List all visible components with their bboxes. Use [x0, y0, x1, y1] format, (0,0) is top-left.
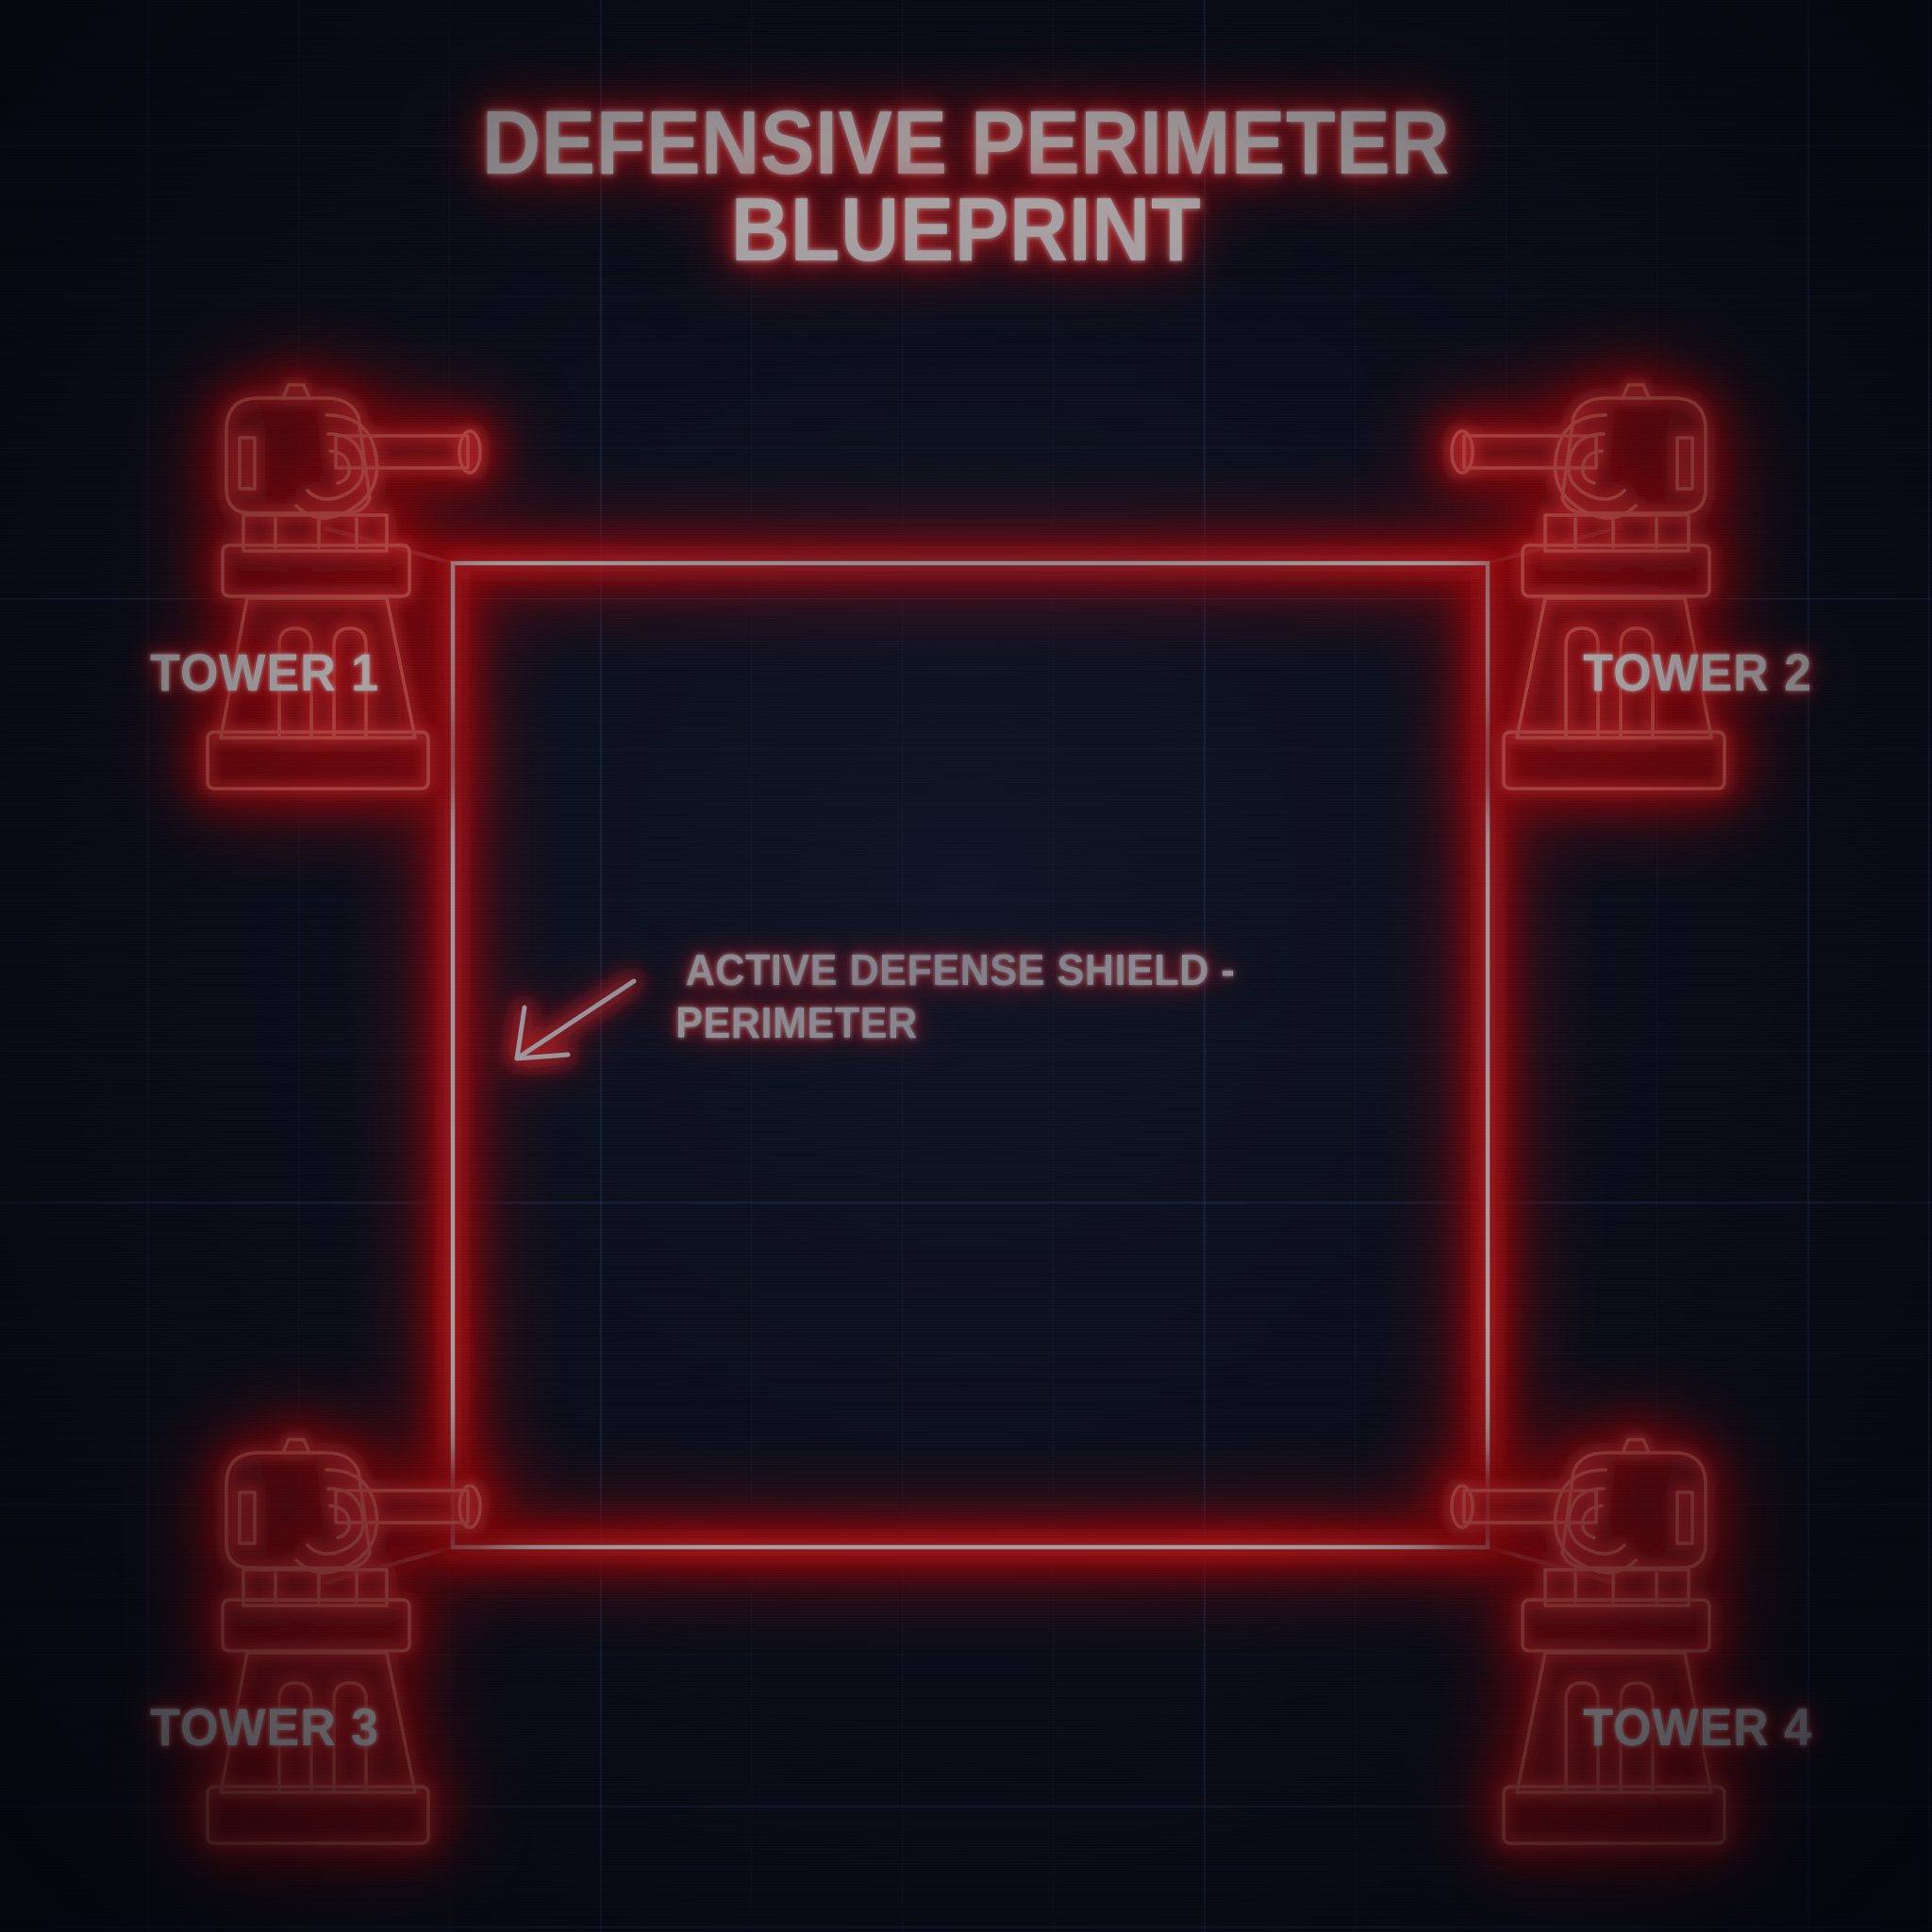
turret-icon-tower-1[interactable] — [208, 385, 480, 789]
turret-icon-tower-4[interactable] — [1452, 1440, 1724, 1843]
tower-label-1: TOWER 1 — [150, 642, 379, 702]
perimeter-annotation-line-2: PERIMETER — [675, 998, 918, 1047]
tower-label-2: TOWER 2 — [1583, 642, 1812, 702]
defense-perimeter-rect[interactable] — [441, 551, 1500, 1559]
turret-icon-tower-3[interactable] — [208, 1440, 480, 1843]
tower-label-4: TOWER 4 — [1583, 1697, 1812, 1757]
page-title-line-1: DEFENSIVE PERIMETER — [481, 92, 1451, 193]
tower-label-3: TOWER 3 — [150, 1697, 379, 1757]
page-title-line-2: BLUEPRINT — [730, 179, 1202, 280]
annotation-arrow-icon — [511, 975, 640, 1064]
perimeter-annotation-line-1: ACTIVE DEFENSE SHIELD - — [685, 945, 1236, 994]
